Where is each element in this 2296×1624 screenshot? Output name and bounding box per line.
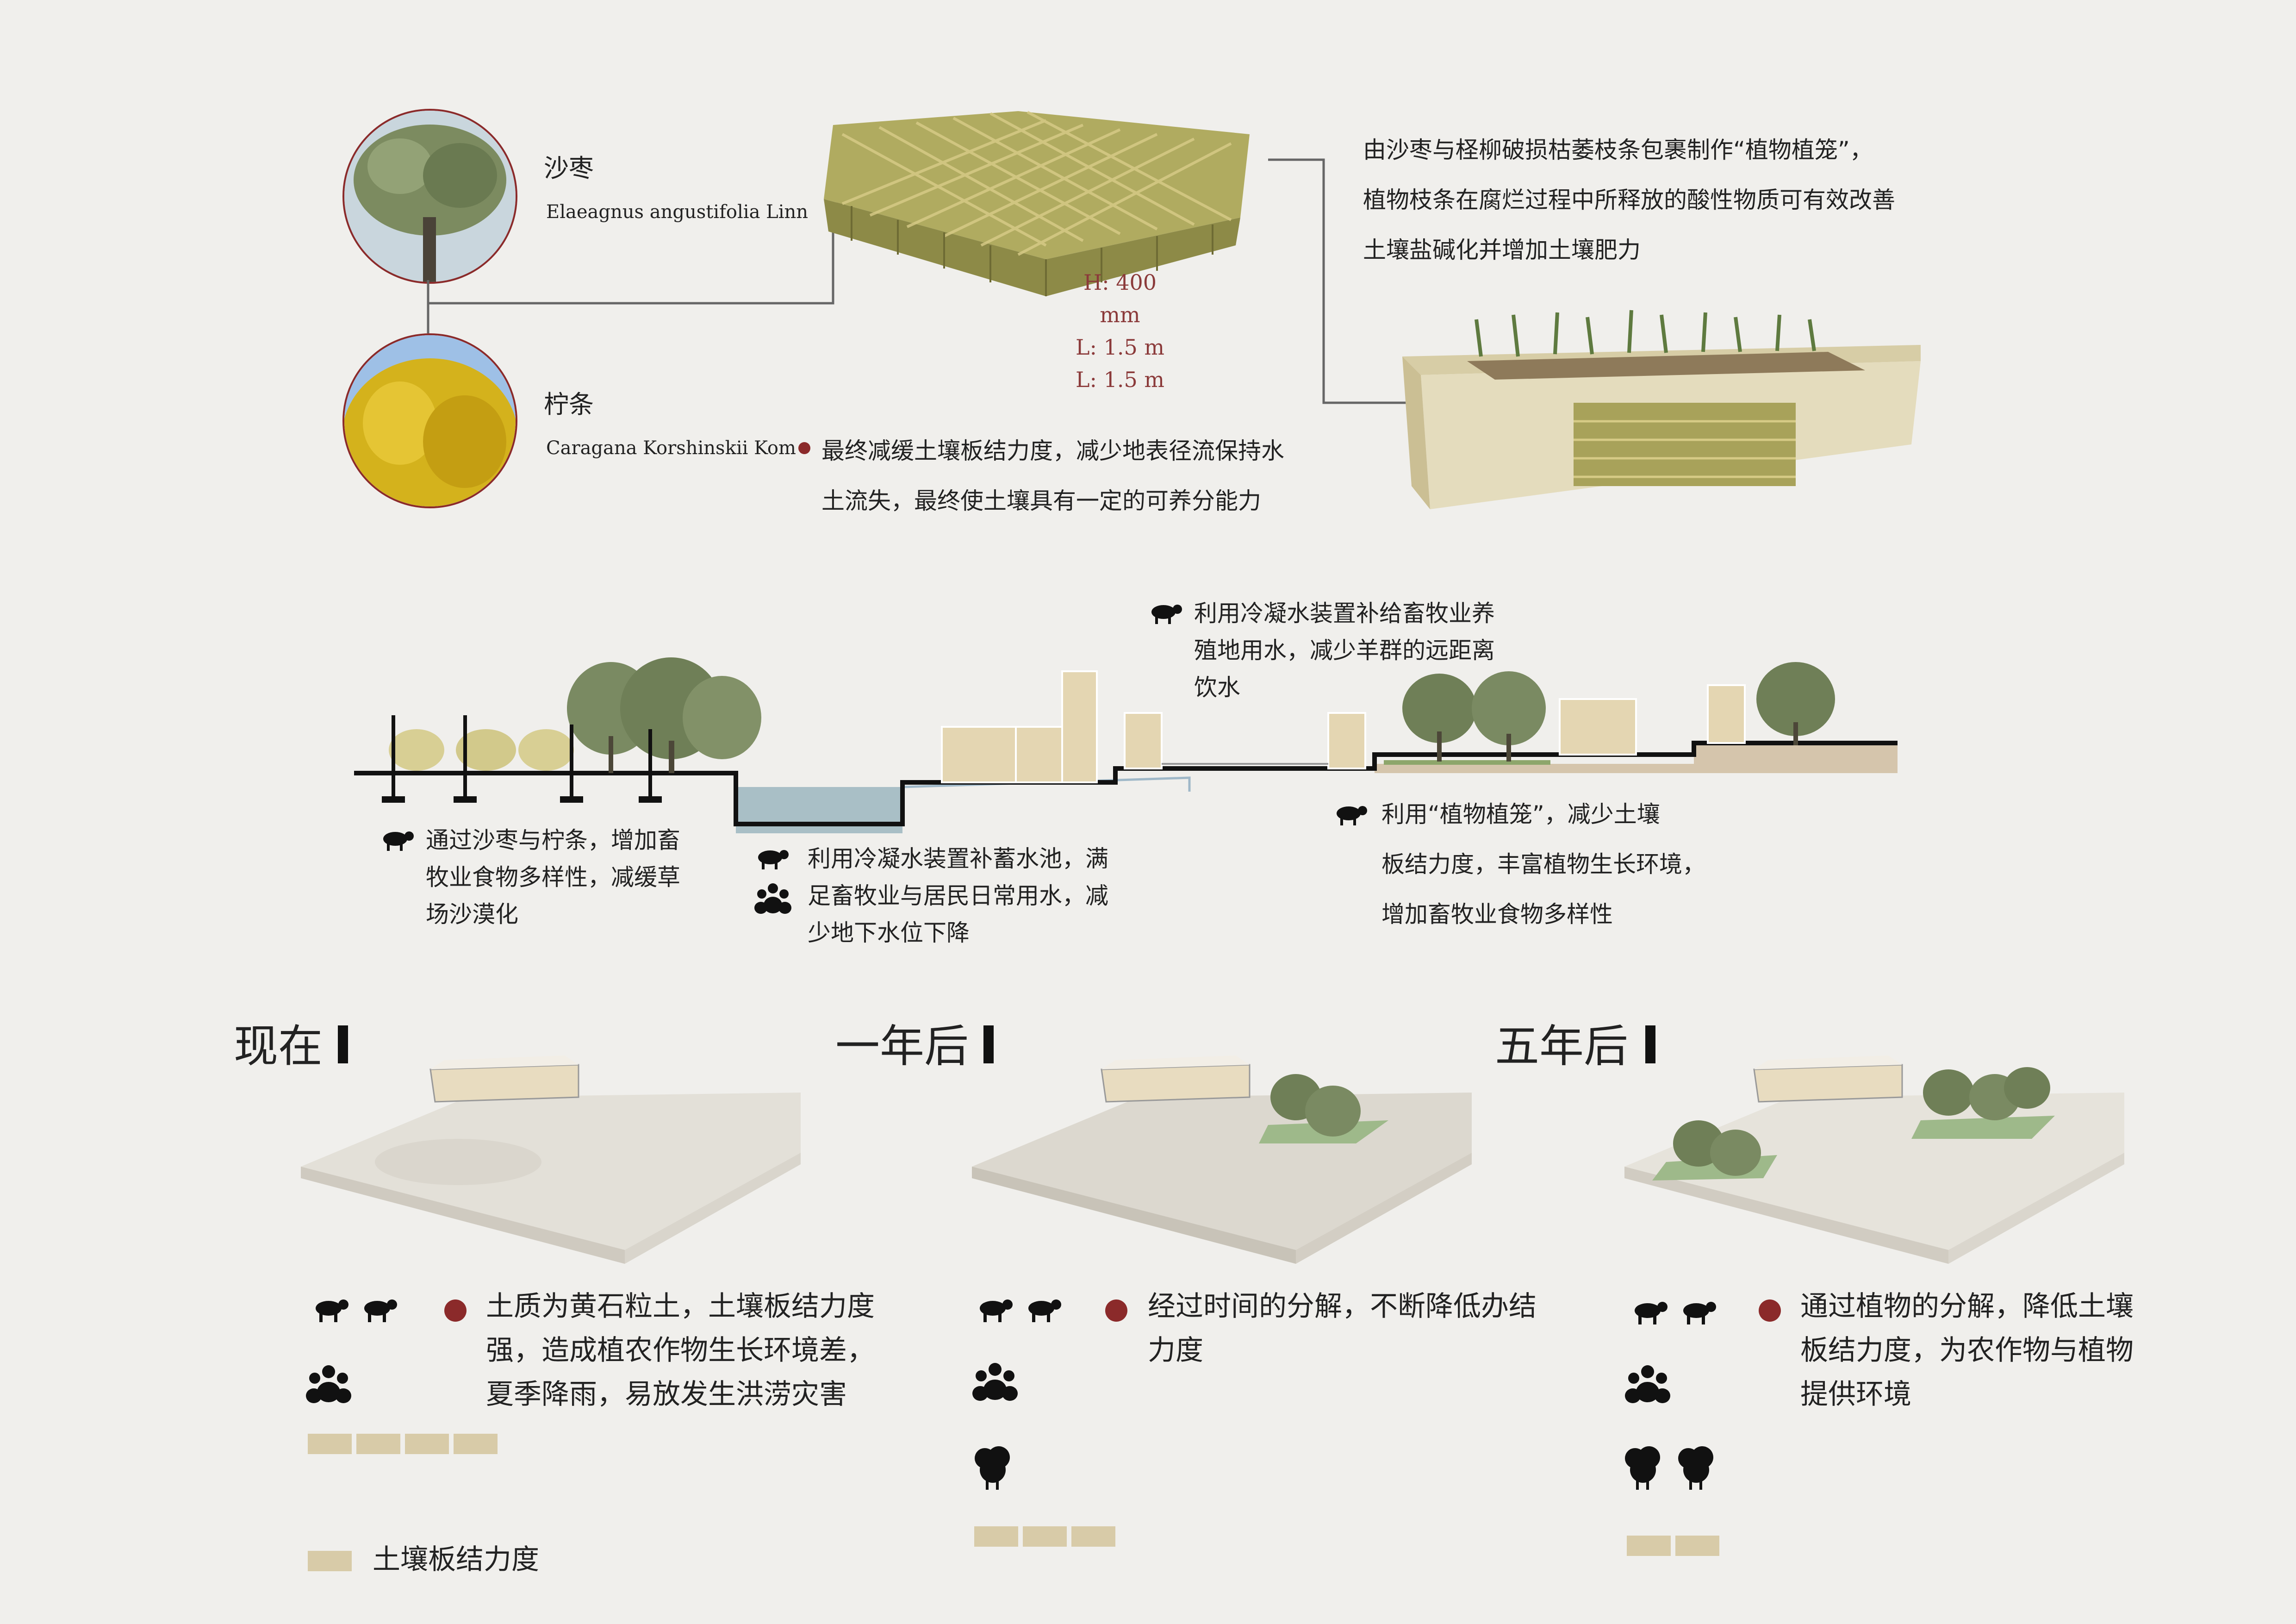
- stage-text-now-line-1: 土质为黄石粒土，土壤板结力度: [486, 1290, 875, 1323]
- stage-model-now: [301, 1056, 801, 1264]
- cage-height: H: 400 mm: [1083, 270, 1157, 327]
- section-trees-left: [389, 657, 761, 773]
- stage-model-one-year: [972, 1056, 1472, 1264]
- soil-chip: [308, 1434, 352, 1454]
- section-note-middle-line-3: 少地下水位下降: [808, 919, 970, 946]
- section-note-left-line-1: 通过沙枣与柠条，增加畜: [426, 827, 680, 854]
- tree-icon: [1625, 1446, 1660, 1490]
- cage-length-1: L: 1.5 m: [1075, 335, 1165, 360]
- soil-chip: [1071, 1526, 1115, 1547]
- stage-title-now: 现在: [234, 1020, 323, 1072]
- stage-model-five-years: [1624, 1056, 2124, 1264]
- section-note-top-line-3: 饮水: [1194, 674, 1240, 701]
- sheep-icon: [1635, 1302, 1716, 1324]
- sheep-icon: [1151, 605, 1182, 624]
- stage-text-five-years-line-1: 通过植物的分解，降低土壤: [1800, 1290, 2134, 1323]
- cage-effect-bullet: [798, 442, 810, 454]
- stage-text-one-year: 经过时间的分解，不断降低办结 力度: [1148, 1285, 1537, 1373]
- species-latin-caragana: Caragana Korshinskii Kom: [546, 437, 796, 459]
- elaeagnus-photo: [342, 109, 517, 284]
- stage-title-five-years: 五年后: [1495, 1020, 1628, 1072]
- sheep-icon: [1337, 806, 1367, 825]
- soil-chip: [454, 1434, 498, 1454]
- section-note-right-line-2: 板结力度，丰富植物生长环境，: [1381, 851, 1705, 878]
- soil-chip: [1675, 1536, 1719, 1556]
- ground-line: [354, 741, 1898, 826]
- section-note-right: 利用“植物植笼”，减少土壤 板结力度，丰富植物生长环境， 增加畜牧业食物多样性: [1381, 789, 1705, 939]
- cage-dimensions: H: 400 mm L: 1.5 m L: 1.5 m: [1064, 266, 1176, 396]
- stage-title-one-year: 一年后: [835, 1020, 969, 1072]
- cage-effect: 最终减缓土壤板结力度，减少地表径流保持水 土流失，最终使土壤具有一定的可养分能力: [821, 426, 1284, 526]
- stage-title-bar: [983, 1025, 994, 1063]
- planter-box-model: [1402, 310, 1921, 509]
- plant-cage-model: [824, 111, 1250, 296]
- soil-chip: [974, 1526, 1018, 1547]
- stage-text-one-year-line-2: 力度: [1148, 1334, 1203, 1367]
- cage-description-line-2: 植物枝条在腐烂过程中所释放的酸性物质可有效改善: [1363, 187, 1895, 213]
- people-icon: [306, 1365, 351, 1403]
- caragana-photo: [342, 333, 517, 508]
- stage-bullet: [1759, 1299, 1781, 1322]
- section-note-top: 利用冷凝水装置补给畜牧业养 殖地用水，减少羊群的远距离 饮水: [1194, 595, 1495, 706]
- section-note-top-line-1: 利用冷凝水装置补给畜牧业养: [1194, 600, 1495, 627]
- stage-text-five-years-line-3: 提供环境: [1800, 1378, 1911, 1411]
- cage-description: 由沙枣与柽柳破损枯萎枝条包裹制作“植物植笼”， 植物枝条在腐烂过程中所释放的酸性…: [1363, 125, 1895, 275]
- cage-effect-line-1: 最终减缓土壤板结力度，减少地表径流保持水: [821, 437, 1284, 464]
- caragana-shrub-shape: [344, 335, 516, 506]
- sheep-icon: [758, 850, 789, 869]
- section-note-right-line-3: 增加畜牧业食物多样性: [1381, 901, 1613, 928]
- legend-label: 土壤板结力度: [373, 1543, 539, 1576]
- stage-text-now-line-3: 夏季降雨，易放发生洪涝灾害: [486, 1378, 847, 1411]
- sheep-icon: [980, 1299, 1061, 1322]
- section-note-middle-line-1: 利用冷凝水装置补蓄水池，满: [808, 845, 1108, 872]
- tree-icon: [1678, 1446, 1713, 1490]
- cage-description-line-3: 土壤盐碱化并增加土壤肥力: [1363, 237, 1641, 263]
- soil-chip: [1627, 1536, 1671, 1556]
- stage-bullet: [1105, 1299, 1127, 1322]
- terrain-section: [354, 657, 1898, 833]
- cage-effect-line-2: 土流失，最终使土壤具有一定的可养分能力: [821, 487, 1261, 514]
- cage-description-line-1: 由沙枣与柽柳破损枯萎枝条包裹制作“植物植笼”，: [1363, 137, 1873, 163]
- species-cn-elaeagnus: 沙枣: [544, 154, 594, 183]
- elaeagnus-tree-shape: [344, 111, 516, 282]
- stage-title-bar: [1645, 1025, 1655, 1063]
- species-cn-caragana: 柠条: [544, 390, 594, 419]
- section-note-middle-line-2: 足畜牧业与居民日常用水，减: [808, 882, 1108, 909]
- people-icon: [972, 1363, 1018, 1401]
- stage-title-bar: [338, 1025, 348, 1063]
- cage-length-2: L: 1.5 m: [1075, 367, 1165, 392]
- section-note-top-line-2: 殖地用水，减少羊群的远距离: [1194, 637, 1495, 664]
- stage-text-now: 土质为黄石粒土，土壤板结力度 强，造成植农作物生长环境差， 夏季降雨，易放发生洪…: [486, 1285, 875, 1417]
- sheep-icon: [383, 831, 414, 851]
- section-note-middle: 利用冷凝水装置补蓄水池，满 足畜牧业与居民日常用水，减 少地下水位下降: [808, 840, 1108, 951]
- stage-text-five-years: 通过植物的分解，降低土壤 板结力度，为农作物与植物 提供环境: [1800, 1285, 2134, 1417]
- stage-text-one-year-line-1: 经过时间的分解，不断降低办结: [1148, 1290, 1537, 1323]
- section-note-left: 通过沙枣与柠条，增加畜 牧业食物多样性，减缓草 场沙漠化: [426, 822, 680, 933]
- people-icon: [754, 883, 791, 914]
- species-latin-elaeagnus: Elaeagnus angustifolia Linn: [546, 201, 809, 223]
- soil-chip: [356, 1434, 400, 1454]
- soil-chip: [1023, 1526, 1067, 1547]
- section-note-right-line-1: 利用“植物植笼”，减少土壤: [1381, 801, 1660, 828]
- stage-text-five-years-line-2: 板结力度，为农作物与植物: [1800, 1334, 2134, 1367]
- legend-soil-chip: [308, 1551, 352, 1571]
- tree-icon: [975, 1446, 1010, 1490]
- sheep-icon: [316, 1299, 397, 1322]
- soil-chip: [405, 1434, 449, 1454]
- stage-bullet: [444, 1299, 467, 1322]
- people-icon: [1625, 1365, 1670, 1403]
- section-note-left-line-2: 牧业食物多样性，减缓草: [426, 864, 680, 891]
- section-note-left-line-3: 场沙漠化: [426, 901, 518, 928]
- stage-text-now-line-2: 强，造成植农作物生长环境差，: [486, 1334, 875, 1367]
